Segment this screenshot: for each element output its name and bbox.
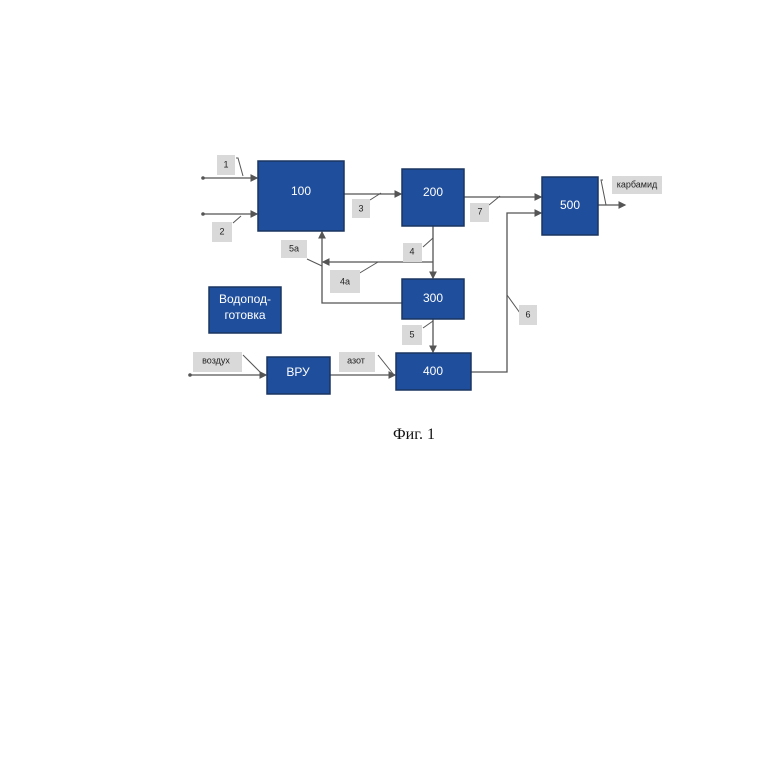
label-4: 4	[403, 243, 422, 262]
block-water-treatment: Водопод- готовка	[209, 287, 281, 333]
label-air: воздух	[193, 352, 242, 372]
label-2-text: 2	[219, 226, 224, 236]
figure-caption: Фиг. 1	[393, 426, 435, 443]
label-5: 5	[402, 325, 422, 345]
block-300-label: 300	[423, 291, 443, 305]
label-urea-text: карбамид	[617, 179, 658, 189]
label-6: 6	[519, 305, 537, 325]
label-1: 1	[217, 155, 235, 175]
label-5-text: 5	[409, 329, 414, 339]
block-vru-label: ВРУ	[286, 365, 310, 379]
label-6-text: 6	[525, 309, 530, 319]
block-400-label: 400	[423, 364, 443, 378]
block-200: 200	[402, 169, 464, 226]
label-3-text: 3	[358, 203, 363, 213]
label-urea: карбамид	[612, 176, 662, 194]
label-1-text: 1	[223, 159, 228, 169]
label-7-text: 7	[477, 206, 482, 216]
label-5a: 5а	[281, 240, 307, 258]
label-2: 2	[212, 222, 232, 242]
label-4-text: 4	[409, 246, 414, 256]
label-5a-text: 5а	[289, 243, 299, 253]
label-4a-text: 4а	[340, 276, 350, 286]
block-300: 300	[402, 279, 464, 319]
block-500-label: 500	[560, 198, 580, 212]
block-400: 400	[396, 353, 471, 390]
label-4a: 4а	[330, 270, 360, 293]
block-100: 100	[258, 161, 344, 231]
water-treatment-label-1: Водопод-	[219, 292, 271, 306]
label-7: 7	[470, 203, 489, 222]
block-500: 500	[542, 177, 598, 235]
label-nitrogen: азот	[339, 352, 375, 372]
water-treatment-label-2: готовка	[224, 308, 265, 322]
label-3: 3	[352, 199, 370, 218]
block-100-label: 100	[291, 184, 311, 198]
block-200-label: 200	[423, 185, 443, 199]
label-air-text: воздух	[202, 355, 230, 365]
label-nitrogen-text: азот	[347, 355, 365, 365]
stream-6-line	[471, 213, 541, 372]
block-vru: ВРУ	[267, 357, 330, 394]
